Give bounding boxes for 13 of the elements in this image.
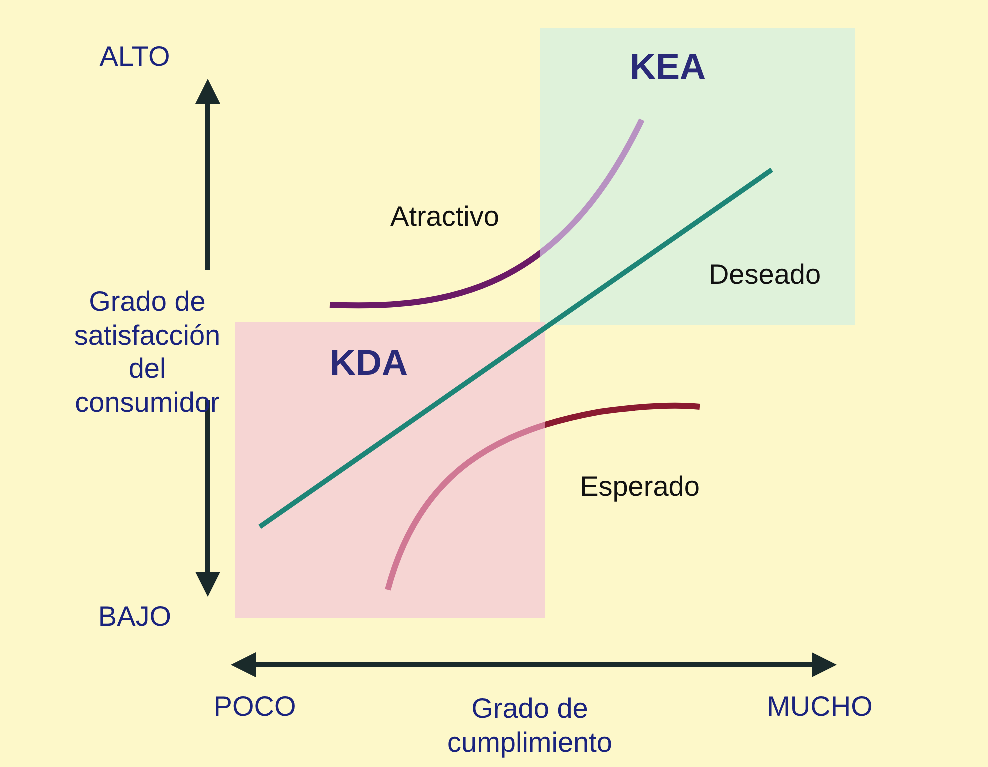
region-box xyxy=(235,322,545,618)
curve-label: Atractivo xyxy=(390,200,500,234)
axis-end-label: ALTO xyxy=(98,40,172,74)
region-box xyxy=(540,28,855,325)
axis-title: Grado de satisfacción del consumidor xyxy=(73,285,222,420)
curve-label: Esperado xyxy=(579,470,701,504)
axis-end-label: MUCHO xyxy=(766,690,874,724)
curve-label: Deseado xyxy=(708,258,822,292)
axis-end-label: BAJO xyxy=(97,600,173,634)
region-title: KEA xyxy=(630,46,706,88)
region-title: KDA xyxy=(330,342,408,384)
axis-title: Grado de cumplimiento xyxy=(446,692,614,760)
axis-end-label: POCO xyxy=(212,690,298,724)
